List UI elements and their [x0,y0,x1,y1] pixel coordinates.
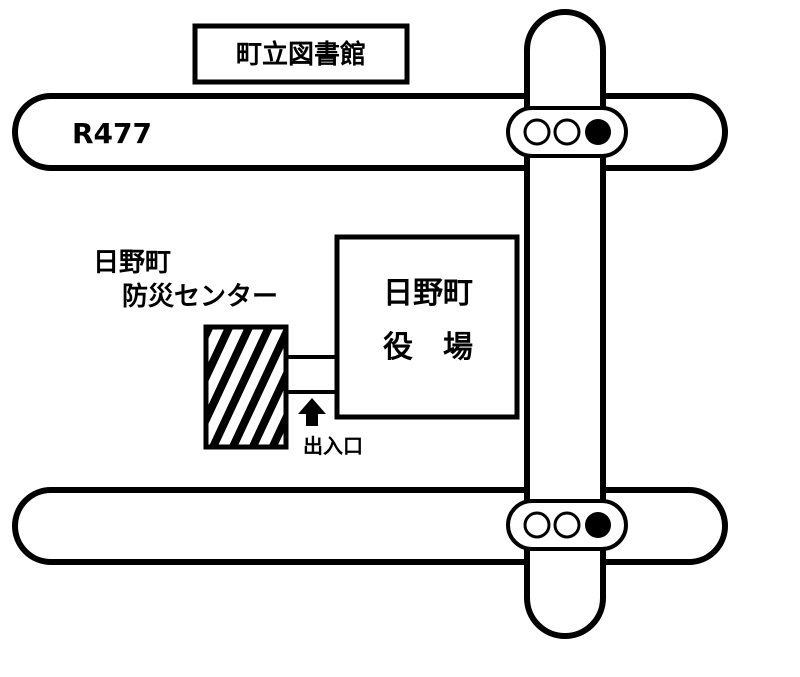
disaster-center-label-line1: 日野町 [93,248,171,278]
disaster-center-building [203,324,289,450]
entrance-passage [288,355,337,394]
town-hall-building [334,234,520,420]
town-hall-label-line1: 日野町 [383,276,473,311]
traffic-light-icon [506,499,628,551]
town-hall-label-line2: 役 場 [383,330,473,365]
library-box [192,23,410,85]
road-label: R477 [72,117,152,150]
entrance-label: 出入口 [303,434,363,458]
disaster-center-label-line2: 防災センター [122,282,278,312]
road-vertical [524,9,606,639]
arrow-up-icon [298,398,326,426]
traffic-light-icon [506,106,628,158]
library-label: 町立図書館 [236,39,366,70]
